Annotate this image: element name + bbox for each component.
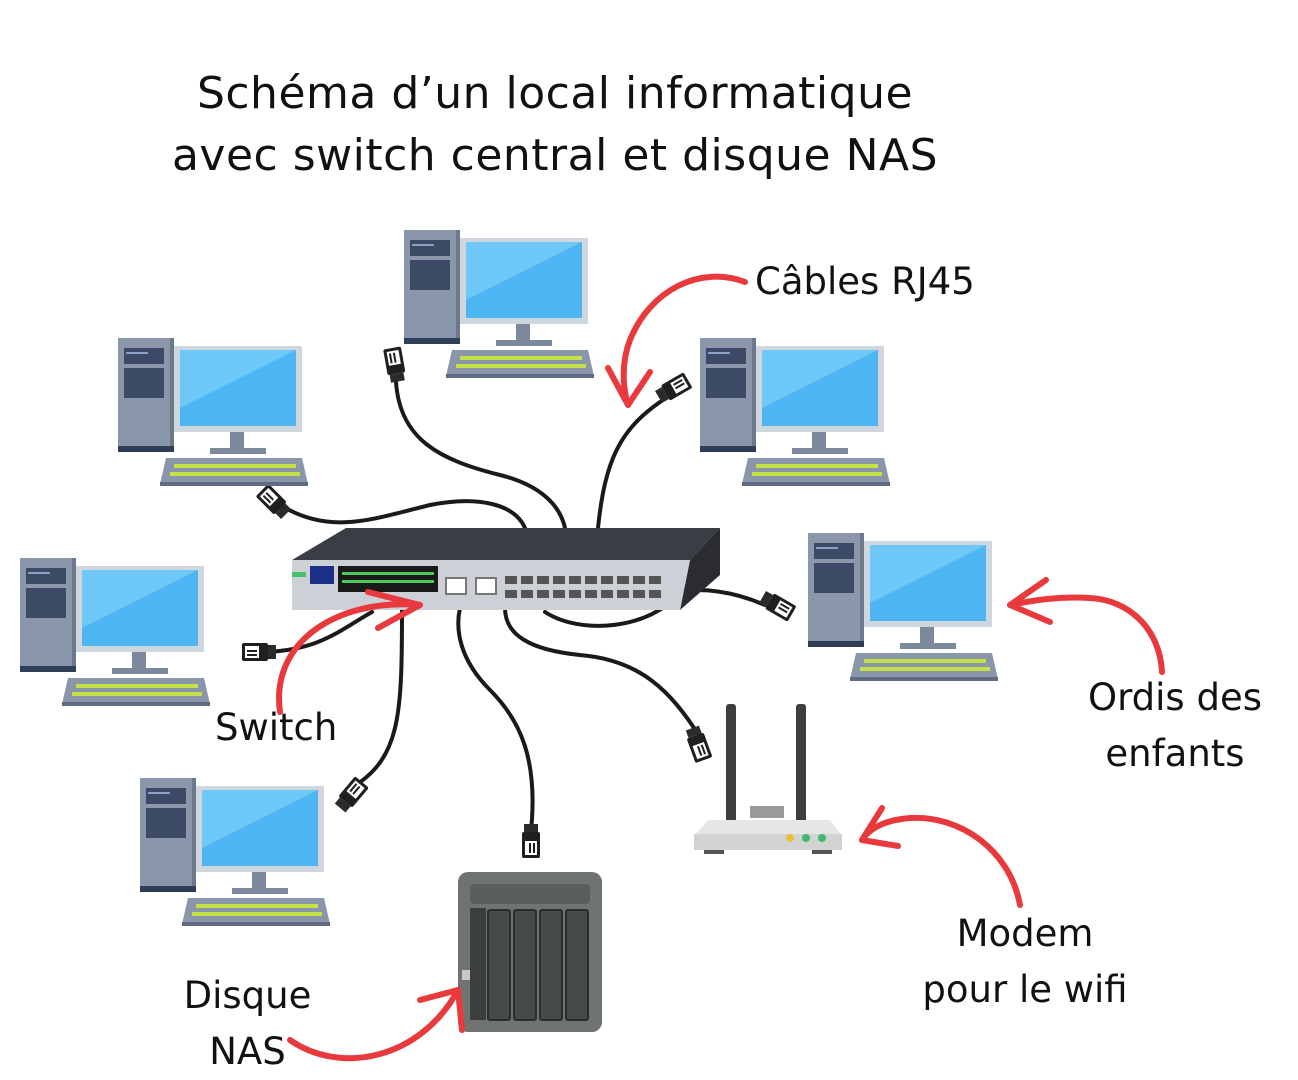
nas-icon	[458, 872, 602, 1032]
router-icon	[694, 704, 842, 854]
computer-icon	[700, 338, 890, 486]
rj45-cables	[263, 380, 767, 842]
computer-icon	[20, 558, 210, 706]
computer-icon	[808, 533, 998, 681]
diagram-title-line-2: avec switch central et disque NAS	[171, 130, 939, 181]
label-cables-rj45: Câbles RJ45	[755, 260, 975, 303]
arrow-icon	[276, 273, 1165, 1062]
label-modem-wifi: Modem pour le wifi	[922, 912, 1128, 1011]
computer-icon	[404, 230, 594, 378]
label-ordis-enfants: Ordis des enfants	[1087, 676, 1262, 775]
label-switch: Switch	[215, 706, 338, 749]
diagram-title-line-1: Schéma d’un local informatique	[196, 68, 914, 119]
computer-icon	[140, 778, 330, 926]
label-disque-nas: Disque NAS	[183, 974, 312, 1073]
computer-icon	[118, 338, 308, 486]
switch-icon	[292, 528, 720, 610]
